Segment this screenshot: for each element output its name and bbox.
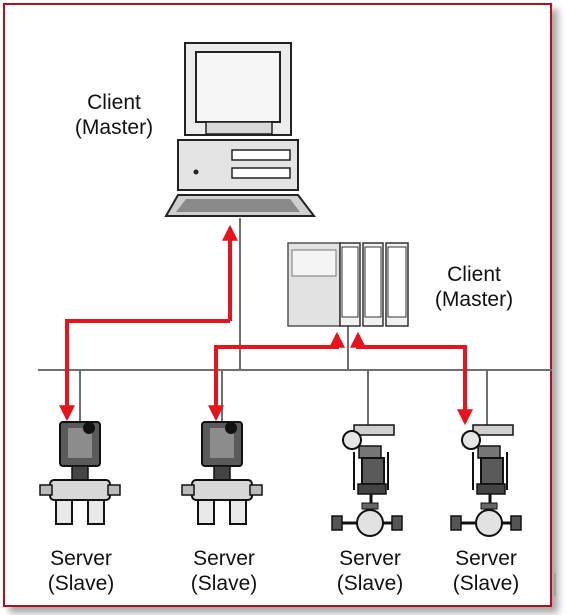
server-4-line1: Server bbox=[455, 547, 517, 570]
server-3-line2: (Slave) bbox=[336, 572, 404, 595]
client-computer-icon bbox=[164, 42, 317, 217]
server-3-label: Server (Slave) bbox=[317, 546, 423, 596]
pressure-transmitter-icon bbox=[39, 421, 121, 525]
control-valve-icon bbox=[331, 424, 403, 537]
server-4-line2: (Slave) bbox=[452, 572, 520, 595]
server-2-line2: (Slave) bbox=[190, 572, 258, 595]
client-pc-label: Client (Master) bbox=[58, 90, 170, 140]
arrow-plc-to-server-2 bbox=[208, 331, 345, 422]
server-4-label: Server (Slave) bbox=[433, 546, 539, 596]
server-2-line1: Server bbox=[193, 547, 255, 570]
client-plc-line1: Client bbox=[447, 263, 501, 286]
server-1-label: Server (Slave) bbox=[28, 546, 134, 596]
server-2-label: Server (Slave) bbox=[171, 546, 277, 596]
arrow-pc-to-server-1-down bbox=[59, 319, 230, 422]
server-1-line1: Server bbox=[50, 547, 112, 570]
client-plc-line2: (Master) bbox=[434, 288, 514, 311]
client-pc-line2: (Master) bbox=[74, 116, 154, 139]
arrow-plc-to-server-4 bbox=[350, 331, 473, 426]
server-1-line2: (Slave) bbox=[47, 572, 115, 595]
plc-rack-icon bbox=[287, 242, 409, 327]
client-plc-label: Client (Master) bbox=[418, 262, 530, 312]
server-3-line1: Server bbox=[339, 547, 401, 570]
control-valve-icon bbox=[450, 424, 522, 537]
pressure-transmitter-icon bbox=[181, 421, 263, 525]
client-pc-line1: Client bbox=[87, 91, 141, 114]
